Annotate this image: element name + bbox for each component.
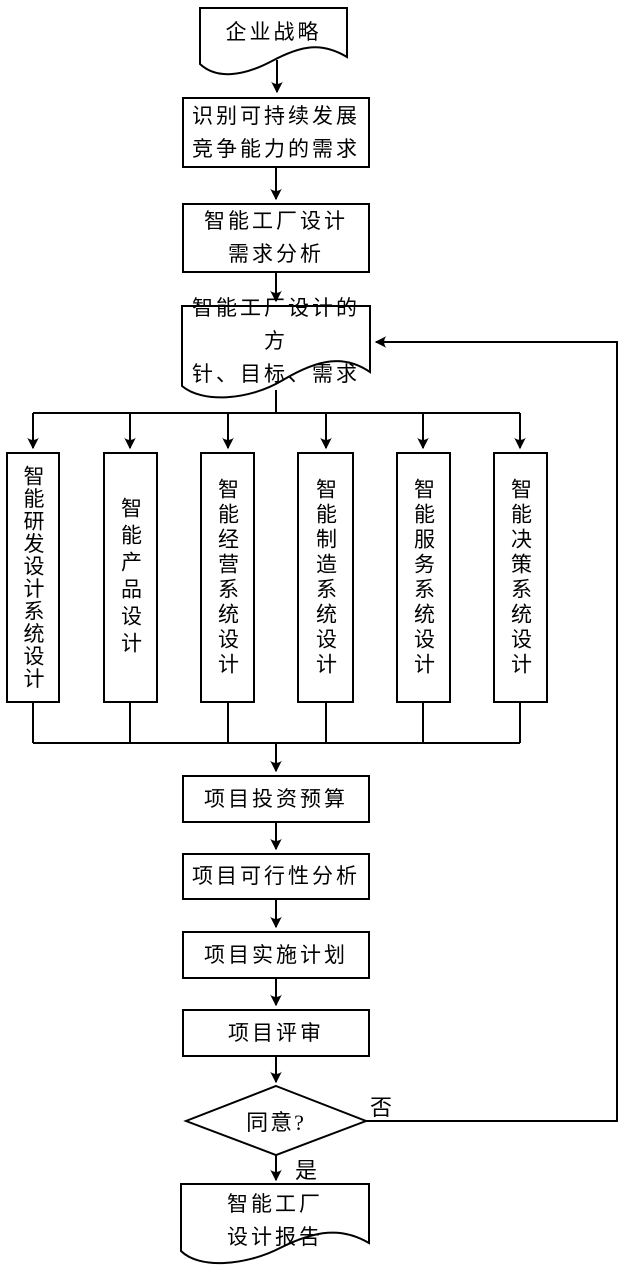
node-decision-system: 智能决策系统设计	[493, 452, 548, 703]
node-project-review-label: 项目评审	[228, 1020, 324, 1045]
node-policy-goals-line1: 智能工厂设计的方	[192, 295, 360, 353]
node-design-report-line2: 设计报告	[227, 1225, 323, 1249]
node-operation-system-label: 智能经营系统设计	[215, 477, 240, 678]
node-operation-system: 智能经营系统设计	[200, 452, 255, 703]
node-approval: 同意?	[206, 1098, 346, 1144]
node-requirement-analysis-line1: 智能工厂设计	[204, 209, 348, 233]
node-manufacturing-system: 智能制造系统设计	[297, 452, 354, 703]
node-design-report: 智能工厂 设计报告	[183, 1188, 367, 1254]
node-policy-goals: 智能工厂设计的方 针、目标、需求	[184, 296, 368, 386]
node-enterprise-strategy-label: 企业战略	[225, 19, 322, 44]
node-feasibility-analysis-label: 项目可行性分析	[192, 864, 360, 888]
node-project-review: 项目评审	[182, 1009, 370, 1057]
node-implementation-plan: 项目实施计划	[182, 931, 370, 979]
node-design-report-line1: 智能工厂	[227, 1192, 323, 1216]
node-identify-needs: 识别可持续发展 竞争能力的需求	[182, 97, 370, 168]
node-service-system: 智能服务系统设计	[396, 452, 451, 703]
document-shape-enterprise-strategy	[199, 7, 348, 76]
node-product-design: 智能产品设计	[103, 452, 158, 703]
node-product-design-label: 智能产品设计	[118, 496, 143, 659]
node-requirement-analysis-line2: 需求分析	[228, 242, 324, 266]
node-investment-budget: 项目投资预算	[182, 775, 370, 823]
document-shape-design-report	[180, 1183, 370, 1265]
node-feasibility-analysis: 项目可行性分析	[182, 853, 370, 900]
node-decision-system-label: 智能决策系统设计	[508, 477, 533, 678]
node-identify-needs-line2: 竞争能力的需求	[192, 136, 360, 161]
edge-approval-no-feedback	[366, 336, 618, 1122]
node-policy-goals-line2: 针、目标、需求	[192, 361, 360, 386]
node-rd-design-system-label: 智能研发设计系统设计	[21, 465, 45, 690]
edge-label-no: 否	[370, 1095, 393, 1120]
node-service-system-label: 智能服务系统设计	[411, 477, 436, 678]
node-rd-design-system: 智能研发设计系统设计	[6, 452, 60, 703]
node-manufacturing-system-label: 智能制造系统设计	[313, 477, 338, 678]
node-identify-needs-line1: 识别可持续发展	[192, 103, 360, 128]
node-approval-label: 同意?	[246, 1110, 306, 1135]
node-implementation-plan-label: 项目实施计划	[204, 942, 348, 967]
node-investment-budget-label: 项目投资预算	[204, 786, 348, 811]
node-enterprise-strategy: 企业战略	[200, 10, 347, 54]
node-requirement-analysis: 智能工厂设计 需求分析	[182, 203, 370, 273]
edge-label-yes: 是	[295, 1158, 318, 1183]
document-shape-policy-goals	[181, 305, 371, 399]
